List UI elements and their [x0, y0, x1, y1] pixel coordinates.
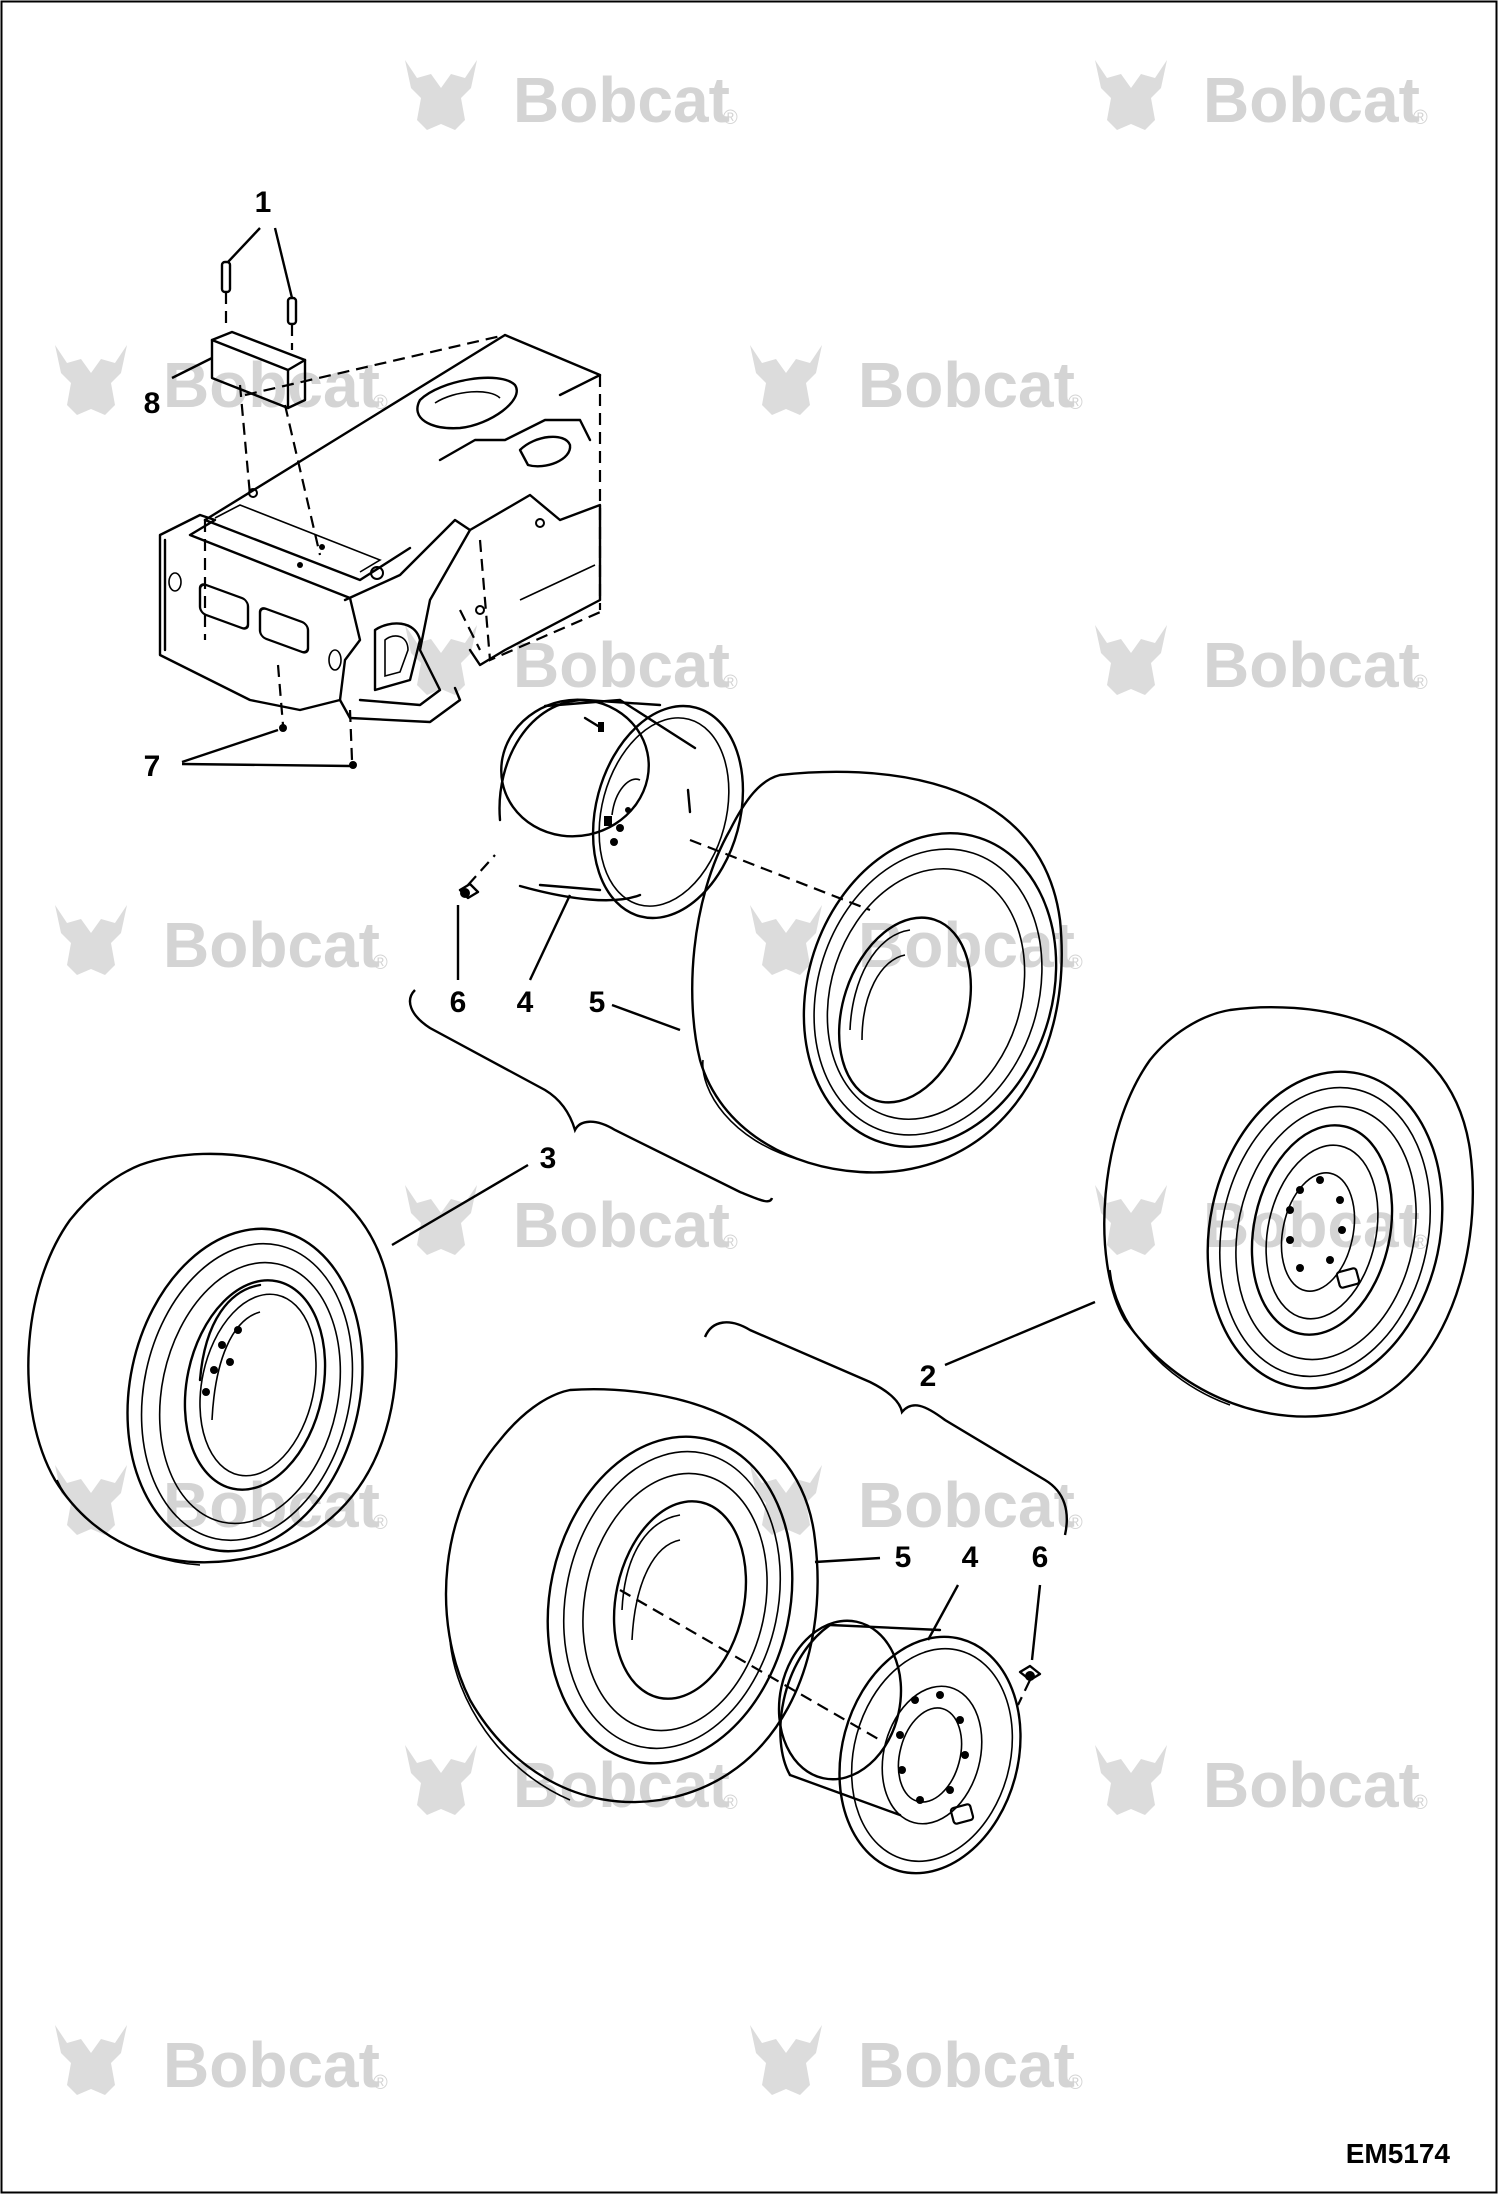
watermark-bobcat: Bobcat® — [1095, 60, 1428, 136]
bobcat-logo-icon — [55, 1465, 127, 1535]
bobcat-logo-icon — [1095, 60, 1167, 130]
bolts-item-1 — [220, 260, 298, 350]
watermark-brand-text: Bobcat — [513, 1749, 730, 1821]
drawing-code: EM5174 — [1346, 2138, 1451, 2169]
bobcat-logo-icon — [55, 905, 127, 975]
watermark-brand-text: Bobcat — [163, 2029, 380, 2101]
right-wheel-assembly — [1103, 1006, 1474, 1418]
hardware-item-7 — [276, 664, 357, 769]
callout-7: 7 — [144, 750, 161, 783]
leader-lines — [171, 227, 1096, 1661]
watermark-reg-mark: ® — [1413, 107, 1428, 129]
watermark-reg-mark: ® — [373, 2072, 388, 2094]
watermark-bobcat: Bobcat® — [750, 345, 1083, 421]
bobcat-logo-icon — [55, 345, 127, 415]
watermark-reg-mark: ® — [723, 1792, 738, 1814]
watermark-bobcat: Bobcat® — [55, 1465, 388, 1541]
watermark-bobcat: Bobcat® — [750, 905, 1083, 981]
callout-1: 1 — [255, 186, 272, 219]
watermark-brand-text: Bobcat — [163, 349, 380, 421]
callout-8: 8 — [144, 387, 161, 420]
bracket-upper — [408, 989, 774, 1203]
callout-4-lower: 4 — [962, 1541, 979, 1574]
watermark-reg-mark: ® — [723, 107, 738, 129]
left-wheel-assembly — [27, 1152, 398, 1566]
watermark-bobcat: Bobcat® — [55, 2025, 388, 2101]
bobcat-logo-icon — [405, 1745, 477, 1815]
watermark-reg-mark: ® — [1068, 1512, 1083, 1534]
watermark-reg-mark: ® — [1413, 1792, 1428, 1814]
watermark-reg-mark: ® — [1413, 672, 1428, 694]
watermark-brand-text: Bobcat — [1203, 1189, 1420, 1261]
watermark-bobcat: Bobcat® — [750, 2025, 1083, 2101]
watermark-brand-text: Bobcat — [163, 909, 380, 981]
bobcat-logo-icon — [55, 2025, 127, 2095]
bracket-lower — [703, 1321, 1068, 1536]
battery-block — [210, 330, 322, 556]
watermark-bobcat: Bobcat® — [405, 1185, 738, 1261]
lug-nut-lower — [1017, 1664, 1042, 1706]
watermark-reg-mark: ® — [723, 672, 738, 694]
callout-5-lower: 5 — [895, 1541, 912, 1574]
watermark-brand-text: Bobcat — [1203, 64, 1420, 136]
watermark-reg-mark: ® — [373, 1512, 388, 1534]
watermark-reg-mark: ® — [1068, 392, 1083, 414]
watermark-bobcat: Bobcat® — [1095, 625, 1428, 701]
watermark-bobcat: Bobcat® — [55, 345, 388, 421]
watermark-brand-text: Bobcat — [513, 629, 730, 701]
watermark-brand-text: Bobcat — [858, 909, 1075, 981]
watermark-reg-mark: ® — [1068, 2072, 1083, 2094]
watermark-layer: Bobcat®Bobcat®Bobcat®Bobcat®Bobcat®Bobca… — [55, 60, 1428, 2101]
callout-2: 2 — [920, 1360, 937, 1393]
callout-4-upper: 4 — [517, 986, 534, 1019]
callout-5-upper: 5 — [589, 986, 606, 1019]
watermark-bobcat: Bobcat® — [1095, 1745, 1428, 1821]
watermark-brand-text: Bobcat — [1203, 629, 1420, 701]
lug-nut-upper — [458, 854, 496, 900]
watermark-brand-text: Bobcat — [858, 1469, 1075, 1541]
watermark-reg-mark: ® — [373, 952, 388, 974]
bobcat-logo-icon — [405, 60, 477, 130]
watermark-reg-mark: ® — [1413, 1232, 1428, 1254]
watermark-brand-text: Bobcat — [1203, 1749, 1420, 1821]
watermark-bobcat: Bobcat® — [750, 1465, 1083, 1541]
bobcat-logo-icon — [1095, 625, 1167, 695]
callout-6-lower: 6 — [1032, 1541, 1049, 1574]
lower-tire — [444, 1388, 819, 1804]
upper-tire — [689, 770, 1063, 1174]
watermark-reg-mark: ® — [1068, 952, 1083, 974]
callout-6-upper: 6 — [450, 986, 467, 1019]
watermark-bobcat: Bobcat® — [405, 60, 738, 136]
callout-3: 3 — [540, 1142, 557, 1175]
watermark-bobcat: Bobcat® — [55, 905, 388, 981]
upper-rim — [498, 698, 745, 920]
bobcat-logo-icon — [1095, 1745, 1167, 1815]
watermark-bobcat: Bobcat® — [405, 625, 738, 701]
bobcat-logo-icon — [405, 1185, 477, 1255]
watermark-brand-text: Bobcat — [513, 1189, 730, 1261]
watermark-brand-text: Bobcat — [513, 64, 730, 136]
bobcat-logo-icon — [750, 2025, 822, 2095]
bobcat-logo-icon — [750, 345, 822, 415]
watermark-bobcat: Bobcat® — [1095, 1185, 1428, 1261]
watermark-bobcat: Bobcat® — [405, 1745, 738, 1821]
watermark-reg-mark: ® — [723, 1232, 738, 1254]
lower-rim — [619, 1589, 1022, 1875]
watermark-brand-text: Bobcat — [858, 2029, 1075, 2101]
watermark-brand-text: Bobcat — [858, 349, 1075, 421]
